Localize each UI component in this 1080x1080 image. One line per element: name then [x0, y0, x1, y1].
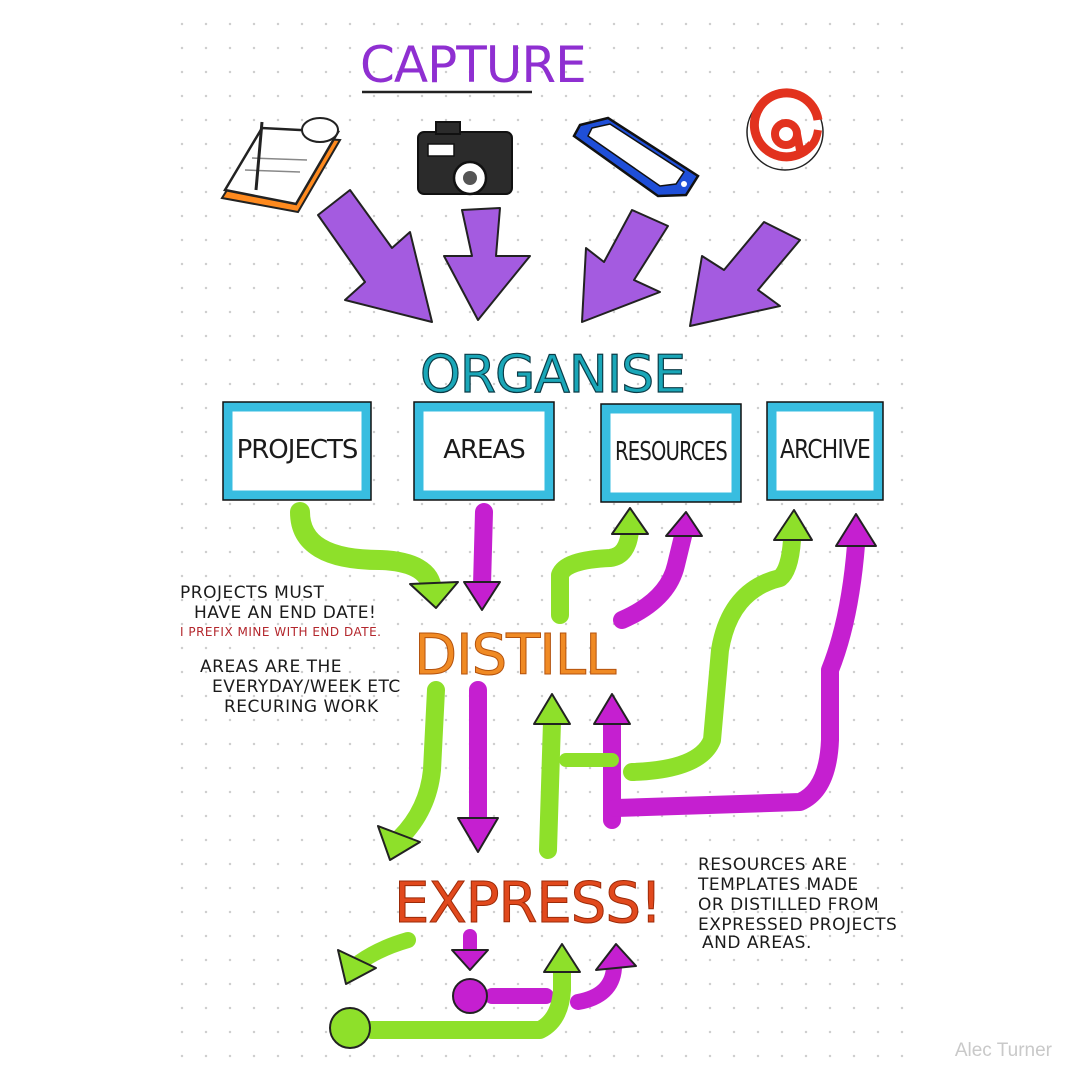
note-projects-prefix: I PREFIX MINE WITH END DATE. [180, 625, 381, 639]
resources-note: RESOURCES ARE TEMPLATES MADE OR DISTILLE… [697, 855, 897, 953]
box-label-resources: RESOURCES [615, 437, 727, 467]
distill-title: DISTILL [414, 623, 616, 688]
organise-title: ORGANISE [420, 345, 685, 405]
note-resources-line5: AND AREAS. [702, 933, 812, 953]
areas-box: AREAS [413, 401, 555, 501]
to-archive-green-arrow [623, 531, 801, 781]
note-resources-line2: TEMPLATES MADE [697, 875, 859, 895]
express-output-left-arrow [352, 932, 416, 970]
capture-arrow-2 [443, 207, 531, 321]
express-magenta-dot [452, 978, 488, 1014]
notebook-pen-icon [220, 117, 342, 214]
distill-to-resources-green-arrow [551, 521, 639, 624]
to-archive-magenta-arrow [607, 536, 865, 817]
express-loop-magenta-path [570, 960, 622, 1010]
note-areas-line2: EVERYDAY/WEEK ETC [212, 677, 401, 697]
note-areas-line3: RECURING WORK [224, 697, 379, 717]
capture-title: CAPTURE [360, 36, 586, 94]
note-projects-line1: PROJECTS MUST [180, 583, 325, 603]
author-credit: Alec Turner [954, 1040, 1052, 1061]
projects-to-distill-arrow [290, 502, 442, 600]
at-sign-icon [746, 88, 824, 171]
projects-box: PROJECTS [222, 401, 372, 501]
express-loop-green-path [363, 963, 571, 1039]
capture-arrow-3 [581, 209, 669, 323]
projects-note: PROJECTS MUST HAVE AN END DATE! I PREFIX… [180, 583, 381, 639]
camera-icon [417, 121, 513, 196]
distill-to-resources-magenta-arrow [613, 523, 693, 629]
express-green-dot [329, 1007, 371, 1049]
box-label-projects: PROJECTS [237, 435, 358, 465]
note-resources-line1: RESOURCES ARE [698, 855, 848, 875]
note-resources-line3: OR DISTILLED FROM [698, 895, 879, 915]
distill-to-express-green-arrow [391, 681, 445, 847]
archive-box: ARCHIVE [766, 401, 884, 501]
express-title: EXPRESS! [394, 871, 661, 936]
resources-box: RESOURCES [600, 403, 742, 503]
express-to-distill-green-arrow [539, 713, 561, 859]
phone-icon [572, 116, 700, 198]
note-resources-line4: EXPRESSED PROJECTS [698, 915, 897, 935]
capture-arrow-1 [317, 189, 433, 323]
box-label-archive: ARCHIVE [780, 435, 870, 465]
note-projects-line2: HAVE AN END DATE! [194, 603, 376, 623]
areas-to-distill-arrow [473, 503, 493, 594]
areas-note: AREAS ARE THE EVERYDAY/WEEK ETC RECURING… [200, 657, 401, 717]
box-label-areas: AREAS [443, 435, 525, 465]
capture-arrow-4 [689, 221, 801, 327]
note-areas-line1: AREAS ARE THE [200, 657, 342, 677]
